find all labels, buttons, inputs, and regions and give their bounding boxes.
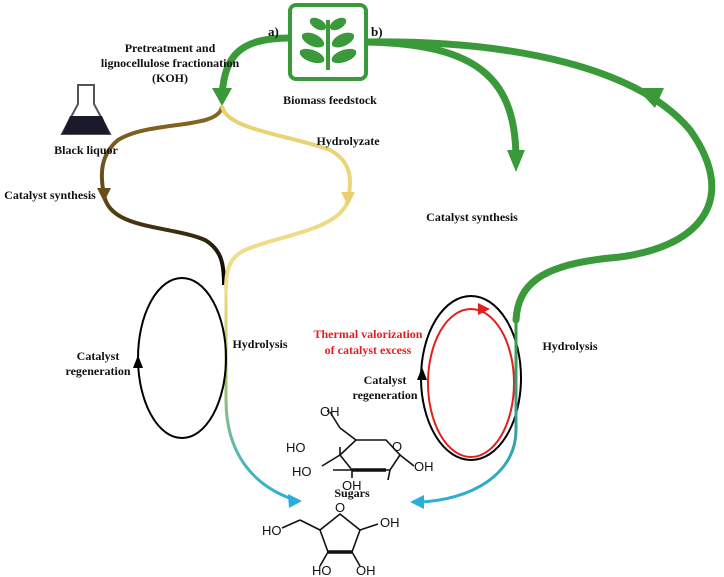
panel-label-b: b) (371, 24, 383, 39)
route-a-catalyst-synthesis-label: Catalyst synthesis (4, 188, 96, 202)
route-a-hydrolysis-line (224, 290, 296, 502)
glucose-ho-left: HO (286, 440, 306, 455)
fructose-ho-bottom: HO (312, 563, 332, 577)
pretreatment-label-line3: (KOH) (152, 71, 188, 85)
glucose-ring-o: O (392, 439, 402, 454)
fructose-oh-bottom: OH (356, 563, 376, 577)
glucose-structure (321, 410, 415, 481)
route-b-thermal-arrowhead (478, 303, 490, 315)
route-b-thermal-loop (427, 308, 515, 458)
route-a-regeneration-loop (137, 277, 227, 439)
black-liquor-label: Black liquor (54, 143, 118, 157)
thermal-valorization-line1: Thermal valorization (314, 327, 423, 341)
pretreatment-label-line2: lignocellulose fractionation (101, 56, 240, 70)
route-a-hydrolyzate-arrowhead (341, 192, 355, 206)
route-a-regeneration-arrowhead (133, 355, 143, 368)
route-b-sugars-arrowhead (410, 495, 424, 509)
route-a-sugars-arrowhead (288, 494, 302, 508)
route-b-catalyst-synthesis-label: Catalyst synthesis (426, 210, 518, 224)
route-b-catalyst-regeneration-line2: regeneration (352, 388, 417, 402)
route-b-regeneration-arrowhead (417, 367, 427, 380)
fructose-oh-right: OH (380, 515, 400, 530)
fructose-structure (281, 512, 379, 567)
route-a-feed-line (212, 34, 294, 106)
route-a-catalyst-regeneration-line1: Catalyst (77, 349, 120, 363)
biomass-feedstock-label: Biomass feedstock (283, 93, 377, 107)
route-a-hydrolysis-label: Hydrolysis (232, 337, 287, 351)
fructose-ho-left: HO (262, 523, 282, 538)
glucose-oh-right: OH (414, 459, 434, 474)
route-b-catalyst-regeneration-line1: Catalyst (364, 373, 407, 387)
route-a-feed-arrowhead (212, 88, 232, 106)
glucose-oh-top: OH (320, 404, 340, 419)
route-b-synthesis-arrowhead (507, 150, 525, 172)
sugars-label: Sugars (334, 486, 370, 500)
route-a-catalyst-regeneration-line2: regeneration (65, 364, 130, 378)
route-a-catalyst-synthesis-arrowhead (97, 188, 111, 202)
pretreatment-label-line1: Pretreatment and (125, 41, 216, 55)
thermal-valorization-line2: of catalyst excess (325, 343, 412, 357)
route-b-feed-lines (362, 38, 716, 324)
route-b-regeneration-loop (420, 295, 522, 461)
fructose-ring-o: O (335, 500, 345, 515)
route-b-hydrolysis-line (419, 320, 518, 504)
route-b-hydrolysis-label: Hydrolysis (542, 339, 597, 353)
hydrolyzate-label: Hydrolyzate (316, 134, 380, 148)
glucose-oh-bottom: OH (342, 478, 362, 493)
route-b-loop-arrowhead (636, 88, 664, 108)
glucose-ho-bottom: HO (292, 464, 312, 479)
plant-sprout-icon (288, 3, 368, 81)
panel-label-a: a) (268, 24, 279, 39)
erlenmeyer-flask-icon (60, 84, 112, 135)
route-a-black-liquor-branch (99, 105, 226, 286)
